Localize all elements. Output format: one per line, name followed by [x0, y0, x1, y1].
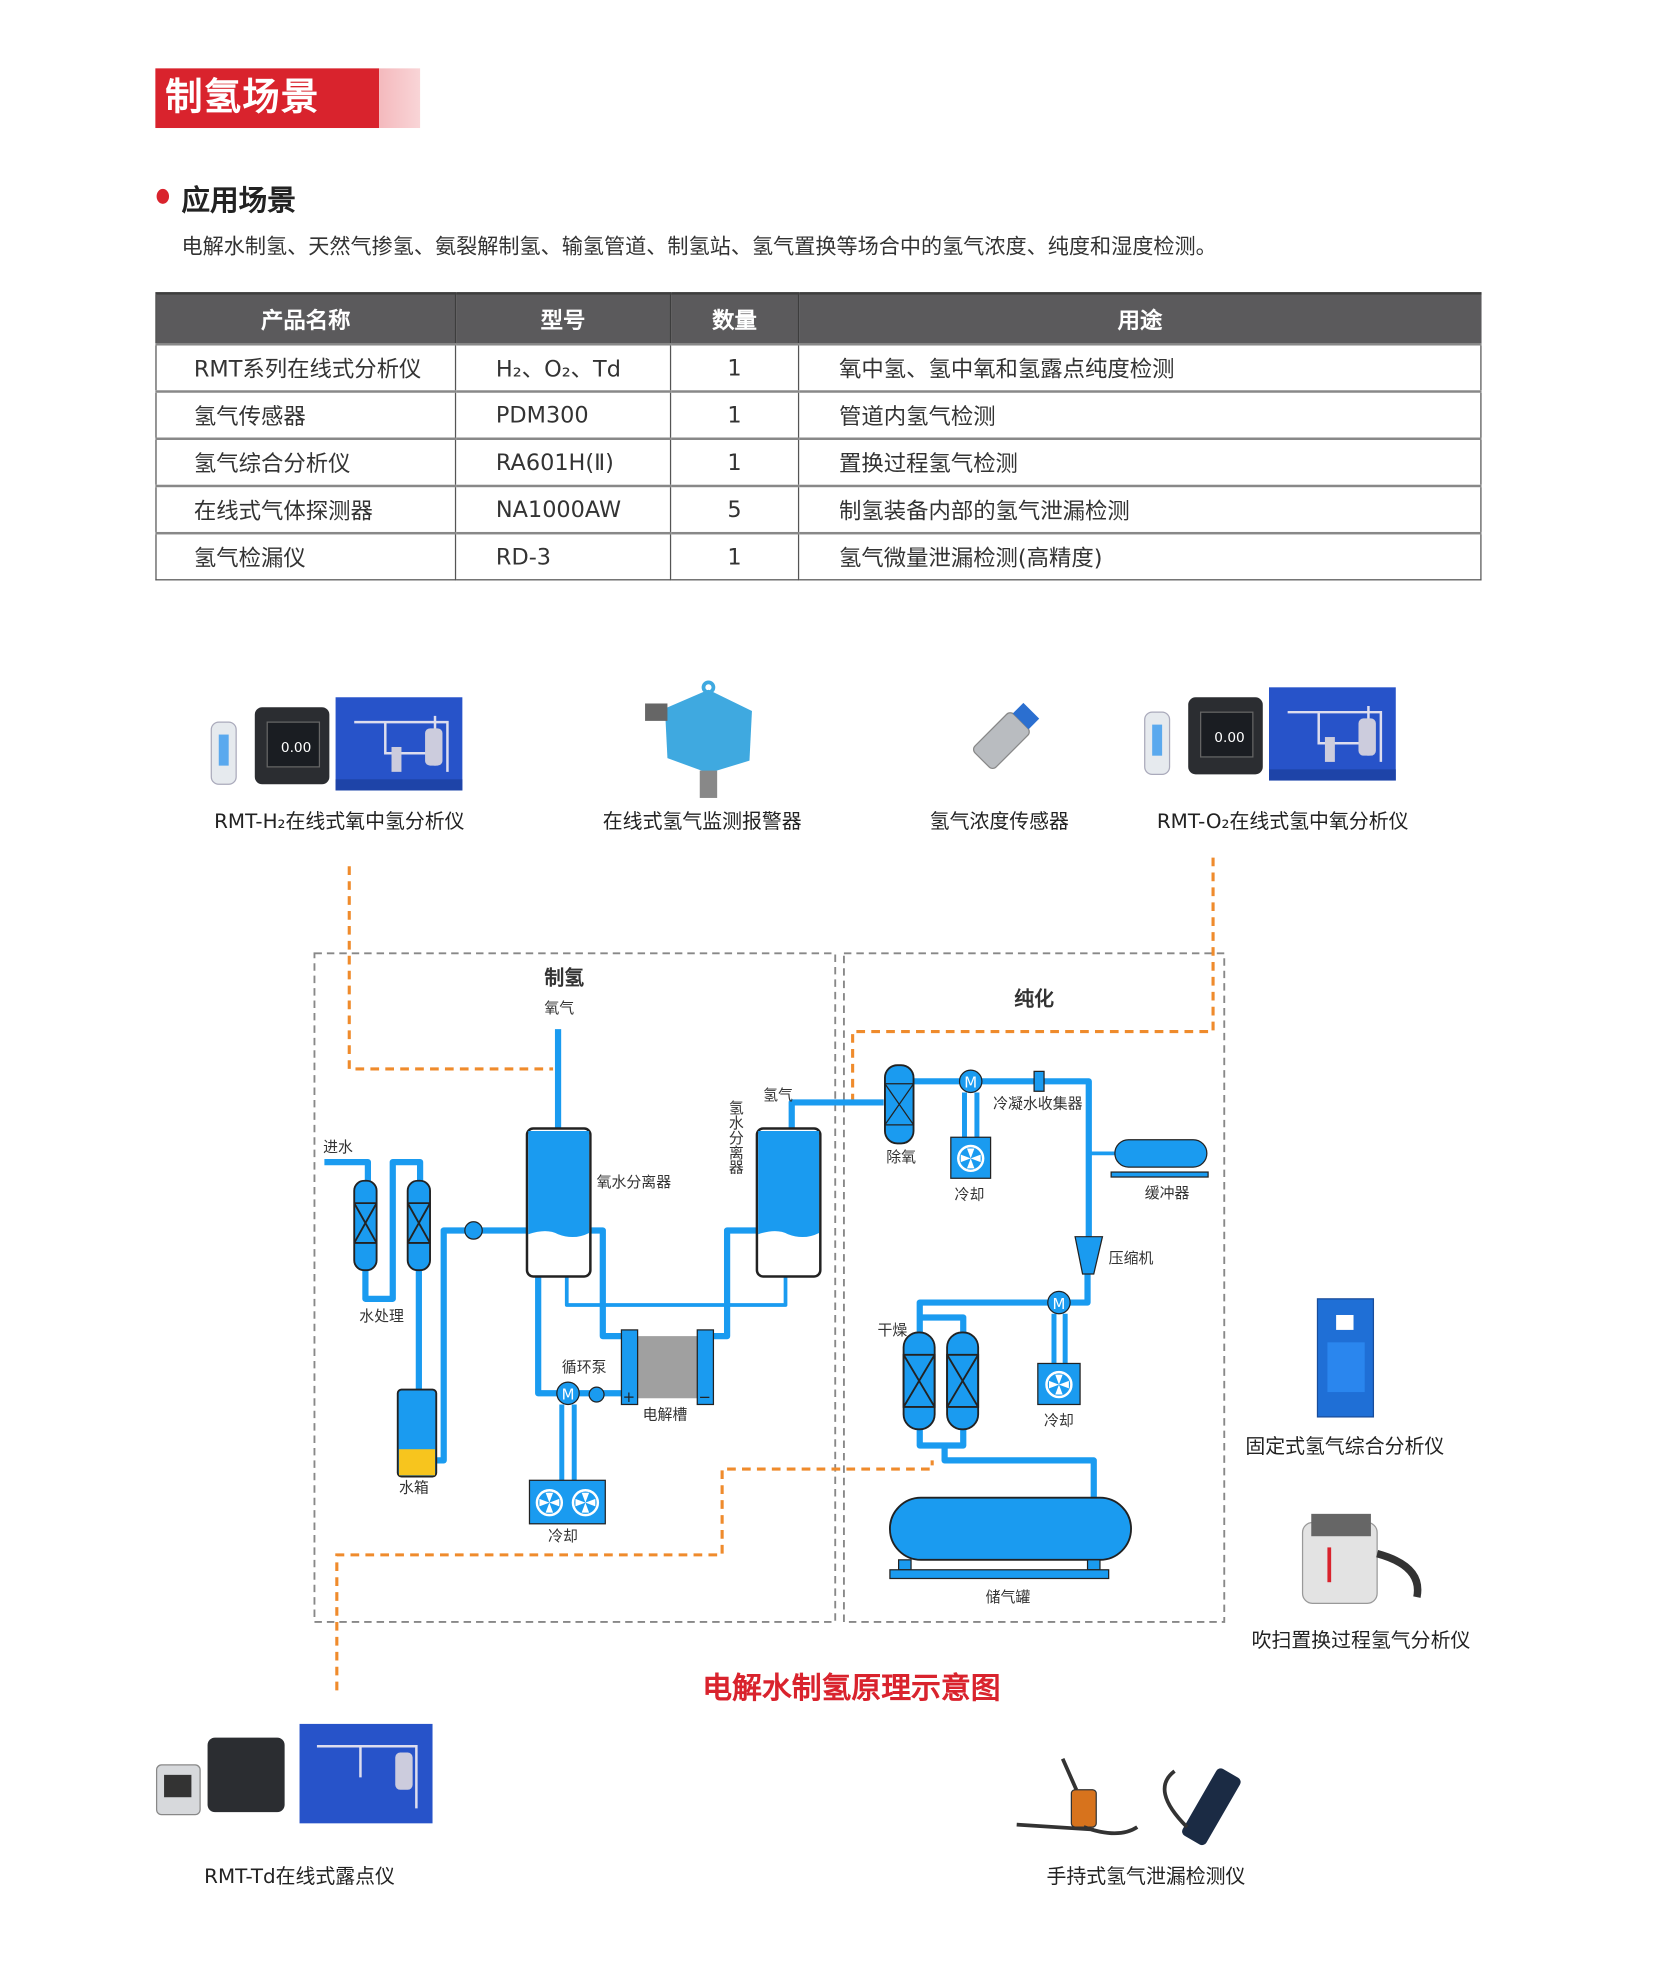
oxygen-water-separator — [525, 1127, 592, 1278]
label-deoxidizer: 除氧 — [886, 1148, 916, 1166]
compressor-motor-2: M — [1047, 1290, 1071, 1315]
bullet-icon — [156, 188, 170, 204]
dryer — [902, 1331, 980, 1431]
svg-text:M: M — [1053, 1295, 1066, 1313]
quantity-cell: 1 — [669, 390, 800, 440]
label-h2-separator: 氢水分离器 — [727, 1100, 745, 1175]
condensate-collector — [1033, 1070, 1045, 1092]
zone-label-production: 制氢 — [544, 966, 584, 989]
check-valve-icon — [464, 1221, 483, 1240]
usage-cell: 制氢装备内部的氢气泄漏检测 — [797, 484, 1482, 534]
deoxidizer — [884, 1064, 915, 1145]
label-water-treatment: 水处理 — [359, 1307, 404, 1325]
motor-symbol: M — [562, 1386, 575, 1404]
header-banner — [155, 68, 380, 129]
label-cooling: 冷却 — [1044, 1412, 1074, 1430]
model-cell: H₂、O₂、Td — [454, 343, 672, 393]
cooler-1 — [950, 1136, 992, 1179]
col-header: 产品名称 — [155, 292, 456, 345]
product-name-cell: RMT系列在线式分析仪 — [155, 343, 457, 393]
compressor-motor-1: M — [958, 1069, 983, 1094]
label-water-in: 进水 — [323, 1138, 353, 1156]
rmt-o2-analyzer-image — [1143, 686, 1398, 782]
purification-zone — [842, 952, 1226, 1623]
product-name-cell: 在线式气体探测器 — [155, 484, 457, 534]
zone-label-purification: 纯化 — [1014, 988, 1054, 1011]
cooler-2 — [1037, 1362, 1081, 1406]
label-oxygen: 氧气 — [544, 999, 574, 1017]
hydrogen-alarm-image — [645, 680, 752, 798]
section-description: 电解水制氢、天然气掺氢、氨裂解制氢、输氢管道、制氢站、氢气置换等场合中的氢气浓度… — [181, 234, 1217, 260]
product-label-handheld: 手持式氢气泄漏检测仪 — [1046, 1864, 1246, 1888]
usage-cell: 氢气微量泄漏检测(高精度) — [797, 531, 1482, 581]
plus-sign: + — [623, 1388, 636, 1406]
product-label-rmt-h2: RMT-H₂在线式氧中氢分析仪 — [214, 809, 465, 833]
fixed-analyzer-image — [1316, 1298, 1375, 1418]
label-water-tank: 水箱 — [399, 1479, 429, 1497]
label-condensate: 冷凝水收集器 — [993, 1095, 1083, 1113]
rmt-h2-analyzer-image — [210, 696, 464, 792]
purge-analyzer-image — [1301, 1513, 1422, 1604]
product-name-cell: 氢气检漏仪 — [155, 531, 457, 581]
svg-text:M: M — [964, 1074, 977, 1092]
rmt-td-dewpoint-image — [155, 1723, 433, 1824]
model-cell: NA1000AW — [454, 484, 672, 534]
label-storage: 储气罐 — [986, 1588, 1031, 1606]
usage-cell: 管道内氢气检测 — [797, 390, 1482, 440]
model-cell: RD-3 — [454, 531, 672, 581]
section-title: 应用场景 — [181, 185, 296, 218]
quantity-cell: 1 — [669, 531, 800, 581]
minus-sign: − — [698, 1388, 711, 1406]
check-valve-icon — [588, 1386, 605, 1403]
model-cell: PDM300 — [454, 390, 672, 440]
quantity-cell: 1 — [669, 343, 800, 393]
hydrogen-sensor-image — [972, 702, 1040, 770]
product-label-rmt-o2: RMT-O₂在线式氢中氧分析仪 — [1156, 809, 1409, 833]
label-circ-pump: 循环泵 — [562, 1358, 607, 1376]
product-label-purge: 吹扫置换过程氢气分析仪 — [1251, 1628, 1471, 1652]
circulation-pump: M — [556, 1381, 580, 1406]
handheld-leak-detector-image — [1016, 1757, 1241, 1846]
label-electrolyzer: 电解槽 — [643, 1405, 688, 1423]
col-header: 用途 — [797, 292, 1481, 345]
production-zone — [313, 952, 837, 1623]
label-dryer: 干燥 — [877, 1321, 907, 1339]
compressor — [1074, 1236, 1104, 1275]
label-o2-separator: 氧水分离器 — [597, 1173, 672, 1191]
product-label-alarm: 在线式氢气监测报警器 — [602, 809, 802, 833]
label-cooling: 冷却 — [955, 1185, 985, 1203]
product-label-sensor: 氢气浓度传感器 — [929, 809, 1069, 833]
product-label-fixed: 固定式氢气综合分析仪 — [1245, 1434, 1445, 1458]
label-hydrogen: 氢气 — [763, 1086, 793, 1104]
water-filter — [353, 1179, 431, 1272]
water-tank — [396, 1388, 438, 1478]
label-cooling: 冷却 — [548, 1527, 578, 1545]
diagram-title: 电解水制氢原理示意图 — [702, 1670, 1001, 1706]
product-label-rmt-td: RMT-Td在线式露点仪 — [204, 1864, 395, 1888]
electrolyzer: + − — [620, 1329, 715, 1406]
label-compressor: 压缩机 — [1109, 1249, 1154, 1267]
col-header: 数量 — [669, 292, 799, 345]
pipes — [324, 1029, 1115, 1498]
label-buffer: 缓冲器 — [1145, 1184, 1190, 1202]
col-header: 型号 — [454, 292, 671, 345]
header-accent — [379, 68, 421, 129]
buffer-tank — [1110, 1139, 1209, 1178]
page-title: 制氢场景 — [165, 75, 320, 120]
table-header: 产品名称 型号 数量 用途 — [155, 292, 1481, 345]
cooler-double — [528, 1479, 606, 1525]
storage-tank — [888, 1496, 1132, 1580]
hydrogen-water-separator — [755, 1127, 822, 1278]
